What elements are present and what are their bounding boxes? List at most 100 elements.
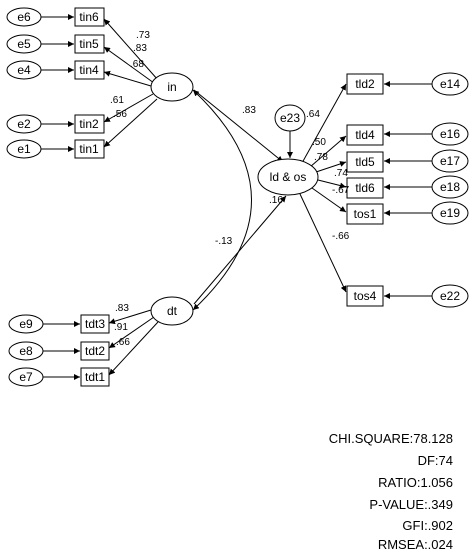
indicator-tdt1: tdt1 <box>80 367 110 387</box>
error-e8: e8 <box>8 341 44 361</box>
arrow-ldos-tld6 <box>317 179 347 189</box>
arrow-in-tin5 <box>103 46 155 84</box>
loading-tld6: .74 <box>334 168 348 179</box>
arrow-ldos-tos1 <box>311 187 347 213</box>
error-label: e6 <box>17 10 31 24</box>
error-label: e19 <box>440 206 460 220</box>
indicator-label: tld2 <box>355 77 375 91</box>
indicator-label: tin1 <box>79 142 99 156</box>
error-label: e17 <box>440 154 460 168</box>
loading-tdt1: .66 <box>116 337 130 348</box>
error-e23: e23 <box>274 104 306 132</box>
error-label: e22 <box>440 289 460 303</box>
arrow-in-ldos <box>193 89 284 163</box>
loading-tin1: .56 <box>113 109 127 120</box>
indicator-tos4: tos4 <box>346 285 384 307</box>
arrow-ldos-tld4 <box>309 135 347 168</box>
indicator-tin2: tin2 <box>74 114 105 134</box>
loading-tos4: -.66 <box>332 231 350 242</box>
error-e22: e22 <box>431 284 469 308</box>
latent-label: ld & os <box>270 170 307 184</box>
arrow-dt-ldos <box>193 195 287 305</box>
error-e14: e14 <box>431 72 469 96</box>
loading-tin4: .68 <box>130 59 144 70</box>
loading-tin6: .73 <box>136 30 150 41</box>
error-label: e14 <box>440 77 460 91</box>
arrow-ldos-tld5 <box>315 161 347 173</box>
error-terms-left: e6 e5 e4 e2 e1 <box>6 7 42 159</box>
indicator-tdt2: tdt2 <box>80 341 110 361</box>
indicator-label: tin2 <box>79 117 99 131</box>
loading-tin2: .61 <box>110 95 124 106</box>
error-e18: e18 <box>431 175 469 199</box>
error-e6: e6 <box>6 7 42 27</box>
arrow-in-tin2 <box>103 93 154 123</box>
indicator-tin5: tin5 <box>74 34 105 54</box>
loading-tin5: .83 <box>133 43 147 54</box>
indicator-label: tld5 <box>355 155 375 169</box>
error-label: e1 <box>17 142 31 156</box>
arrow-in-tin4 <box>103 70 152 87</box>
indicator-label: tdt3 <box>85 317 105 331</box>
error-e7: e7 <box>8 367 44 387</box>
latent-label: dt <box>167 304 178 318</box>
indicator-tos1: tos1 <box>346 203 384 225</box>
indicator-tld5: tld5 <box>346 151 384 173</box>
error-label: e16 <box>440 127 460 141</box>
path-dt-ldos: .16 <box>269 195 283 206</box>
latent-in: in <box>150 72 194 102</box>
indicator-label: tin5 <box>79 37 99 51</box>
loading-tld4: .50 <box>312 137 326 148</box>
latent-ld-os: ld & os <box>257 158 319 196</box>
edges <box>40 14 433 380</box>
error-e1: e1 <box>6 139 42 159</box>
indicator-tld6: tld6 <box>346 177 384 199</box>
tin-indicators: tin6 tin5 tin4 tin2 tin1 <box>74 7 105 159</box>
loading-tos1: -.67 <box>332 185 350 196</box>
error-label: e8 <box>19 344 33 358</box>
indicator-tld4: tld4 <box>346 124 384 146</box>
error-e9: e9 <box>8 314 44 334</box>
error-label: e18 <box>440 180 460 194</box>
indicator-tdt3: tdt3 <box>80 314 110 334</box>
indicator-tin1: tin1 <box>74 139 105 159</box>
covariance-in-dt-value: -.13 <box>215 236 233 247</box>
arrow-dt-tdt1 <box>108 321 159 376</box>
error-e2: e2 <box>6 114 42 134</box>
arrow-ldos-tos4 <box>299 193 347 293</box>
indicator-tin4: tin4 <box>74 60 105 80</box>
error-label: e4 <box>17 63 31 77</box>
error-label: e2 <box>17 117 31 131</box>
path-in-ldos: .83 <box>242 105 256 116</box>
coefficient-labels: .73 .83 .68 .61 .56 .83 .16 -.13 .64 .50… <box>110 30 350 348</box>
error-label: e5 <box>17 37 31 51</box>
arrow-dt-tdt2 <box>108 316 155 349</box>
fit-ratio: RATIO:1.056 <box>378 475 453 490</box>
indicator-tin6: tin6 <box>74 7 105 27</box>
loading-tdt3: .83 <box>115 303 129 314</box>
error-e5: e5 <box>6 34 42 54</box>
indicator-label: tin4 <box>79 63 99 77</box>
error-label: e23 <box>280 111 300 125</box>
indicator-label: tdt1 <box>85 370 105 384</box>
ldos-indicators: tld2 tld4 tld5 tld6 tos1 tos4 <box>346 73 384 307</box>
indicator-tld2: tld2 <box>346 73 384 95</box>
indicator-label: tos1 <box>354 207 377 221</box>
fit-df: DF:74 <box>418 453 453 468</box>
covariance-in-dt <box>192 89 252 311</box>
error-label: e7 <box>19 370 33 384</box>
error-e17: e17 <box>431 149 469 173</box>
error-terms-right: e14 e16 e17 e18 e19 e22 <box>431 72 469 308</box>
indicator-label: tdt2 <box>85 344 105 358</box>
arrow-dt-tdt3 <box>108 309 152 325</box>
indicator-label: tld4 <box>355 128 375 142</box>
indicator-label: tld6 <box>355 181 375 195</box>
tdt-indicators: tdt3 tdt2 tdt1 <box>80 314 110 387</box>
loading-tld5: .78 <box>314 152 328 163</box>
fit-p-value: P-VALUE:.349 <box>369 497 453 512</box>
fit-indices: CHI.SQUARE:78.128 DF:74 RATIO:1.056 P-VA… <box>329 431 453 552</box>
error-label: e9 <box>19 317 33 331</box>
arrow-ldos-tld2 <box>301 83 347 164</box>
latent-dt: dt <box>150 296 194 326</box>
